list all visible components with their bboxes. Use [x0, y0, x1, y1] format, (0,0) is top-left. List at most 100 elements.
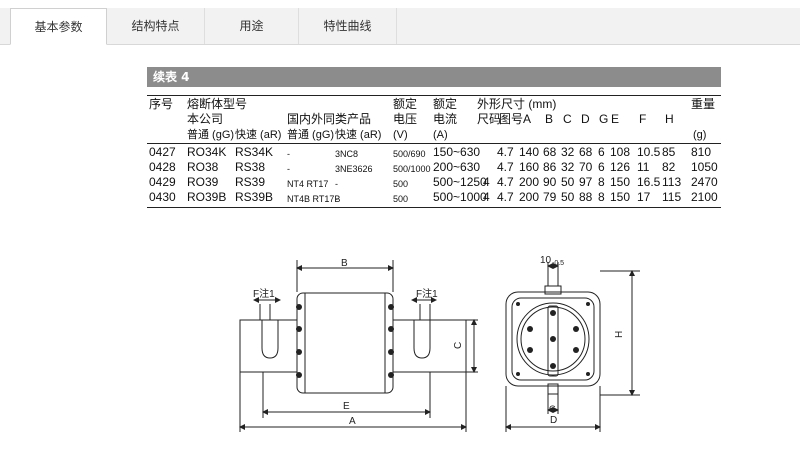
- table-cell-H: 115: [662, 190, 682, 204]
- label-b: B: [341, 258, 348, 269]
- header-rated-i-2: 电流: [433, 112, 458, 126]
- label-10: 10: [540, 255, 552, 266]
- table-cell-i: 150~630: [433, 145, 481, 159]
- table-cell-F: 17: [637, 190, 651, 204]
- table-cell-D: 68: [579, 145, 593, 159]
- table-cell-seq: 0430: [149, 190, 176, 204]
- header-rated-i-unit: (A): [433, 129, 448, 141]
- header-weight-unit: (g): [693, 129, 707, 141]
- table-cell-fig: 4.7: [497, 190, 514, 204]
- table-cell-w: 2100: [691, 190, 718, 204]
- label-c: C: [453, 342, 464, 349]
- tab-usage[interactable]: 用途: [205, 8, 299, 44]
- table-cell-seq: 0429: [149, 175, 176, 189]
- table-cell-aR: RS34K: [235, 145, 274, 159]
- label-10-tolerance: -0.5: [552, 260, 564, 267]
- table-cell-F: 16.5: [637, 175, 661, 189]
- table-cell-v: 500/1000: [393, 164, 431, 174]
- table-cell-w: 810: [691, 145, 712, 159]
- table-cell-gG: RO39B: [187, 190, 227, 204]
- table-cell-D: 70: [579, 160, 593, 174]
- table-cell-G: 6: [598, 160, 605, 174]
- table-cell-G: 8: [598, 190, 605, 204]
- side-view: [239, 260, 478, 432]
- table-cell-seq: 0427: [149, 145, 176, 159]
- header-col-c: C: [563, 112, 572, 126]
- table-cell-i: 200~630: [433, 160, 481, 174]
- table-cell-fig: 4.7: [497, 175, 514, 189]
- tab-structure[interactable]: 结构特点: [107, 8, 205, 44]
- table-cell-H: 85: [662, 145, 676, 159]
- table-cell-F: 10.5: [637, 145, 661, 159]
- table-cell-w: 1050: [691, 160, 718, 174]
- table-cell-seq: 0428: [149, 160, 176, 174]
- table-cell-E: 150: [610, 175, 631, 189]
- table-cell-B: 68: [543, 145, 557, 159]
- header-rated-i-1: 额定: [433, 97, 458, 111]
- table-cell-w: 2470: [691, 175, 718, 189]
- label-e: E: [343, 401, 350, 412]
- tab-basic-params[interactable]: 基本参数: [10, 8, 107, 45]
- table-cell-F: 11: [637, 160, 650, 174]
- header-size-code: 尺码: [477, 112, 502, 126]
- tab-characteristic-curve[interactable]: 特性曲线: [299, 8, 397, 44]
- table-cell-aR2: 3NE3626: [335, 164, 373, 174]
- table-cell-B: 90: [543, 175, 557, 189]
- table-cell-aR: RS39B: [235, 190, 274, 204]
- header-rated-v-unit: (V): [393, 129, 408, 141]
- table-cell-A: 200: [519, 175, 540, 189]
- header-model: 熔断体型号: [187, 97, 248, 111]
- table-cell-gG2: -: [287, 164, 290, 174]
- header-ar: 快速 (aR): [235, 129, 282, 141]
- table-cell-D: 97: [579, 175, 593, 189]
- table-cell-fig: 4.7: [497, 145, 514, 159]
- table-cell-fig: 4.7: [497, 160, 514, 174]
- table-cell-C: 32: [561, 160, 575, 174]
- header-col-d: D: [581, 112, 590, 126]
- table-cell-gG2: NT4B RT17B: [287, 194, 341, 204]
- header-company: 本公司: [187, 112, 224, 126]
- table-header-rule: [147, 143, 721, 144]
- table-cell-gG: RO38: [187, 160, 219, 174]
- header-col-e: E: [611, 112, 620, 126]
- table-cell-E: 126: [610, 160, 631, 174]
- table-cell-A: 200: [519, 190, 540, 204]
- label-f-right: F注1: [416, 287, 438, 300]
- label-a: A: [349, 416, 356, 427]
- table-cell-B: 86: [543, 160, 557, 174]
- header-col-h: H: [665, 112, 674, 126]
- header-ar-2: 快速 (aR): [335, 129, 382, 141]
- label-g: G: [549, 404, 556, 414]
- header-rated-v-1: 额定: [393, 97, 418, 111]
- table-title: 续表 4: [147, 67, 721, 87]
- table-cell-H: 82: [662, 160, 676, 174]
- table-cell-D: 88: [579, 190, 593, 204]
- table-cell-gG: RO34K: [187, 145, 227, 159]
- header-gg-2: 普通 (gG): [287, 129, 335, 141]
- tab-bar: 基本参数 结构特点 用途 特性曲线: [0, 8, 800, 45]
- table-cell-E: 150: [610, 190, 631, 204]
- table-cell-v: 500/690: [393, 149, 426, 159]
- table-cell-aR: RS39: [235, 175, 266, 189]
- header-col-a: A: [523, 112, 532, 126]
- table-cell-v: 500: [393, 179, 409, 189]
- header-col-g: G: [599, 112, 609, 126]
- table-cell-E: 108: [610, 145, 631, 159]
- table-cell-C: 50: [561, 175, 575, 189]
- table-cell-aR2: -: [335, 194, 338, 204]
- header-dims: 外形尺寸 (mm): [477, 97, 557, 111]
- front-view: [505, 262, 640, 432]
- table-cell-gG: RO39: [187, 175, 219, 189]
- header-rated-v-2: 电压: [393, 112, 418, 126]
- table-cell-C: 50: [561, 190, 575, 204]
- header-seq: 序号: [149, 97, 174, 111]
- header-gg: 普通 (gG): [187, 129, 235, 141]
- table-cell-size: 4: [483, 190, 490, 204]
- label-d: D: [550, 415, 557, 426]
- table-cell-aR: RS38: [235, 160, 266, 174]
- table-bottom-rule: [147, 207, 721, 208]
- table-cell-A: 160: [519, 160, 540, 174]
- header-fig-no: 图号: [499, 112, 524, 126]
- table-cell-G: 6: [598, 145, 605, 159]
